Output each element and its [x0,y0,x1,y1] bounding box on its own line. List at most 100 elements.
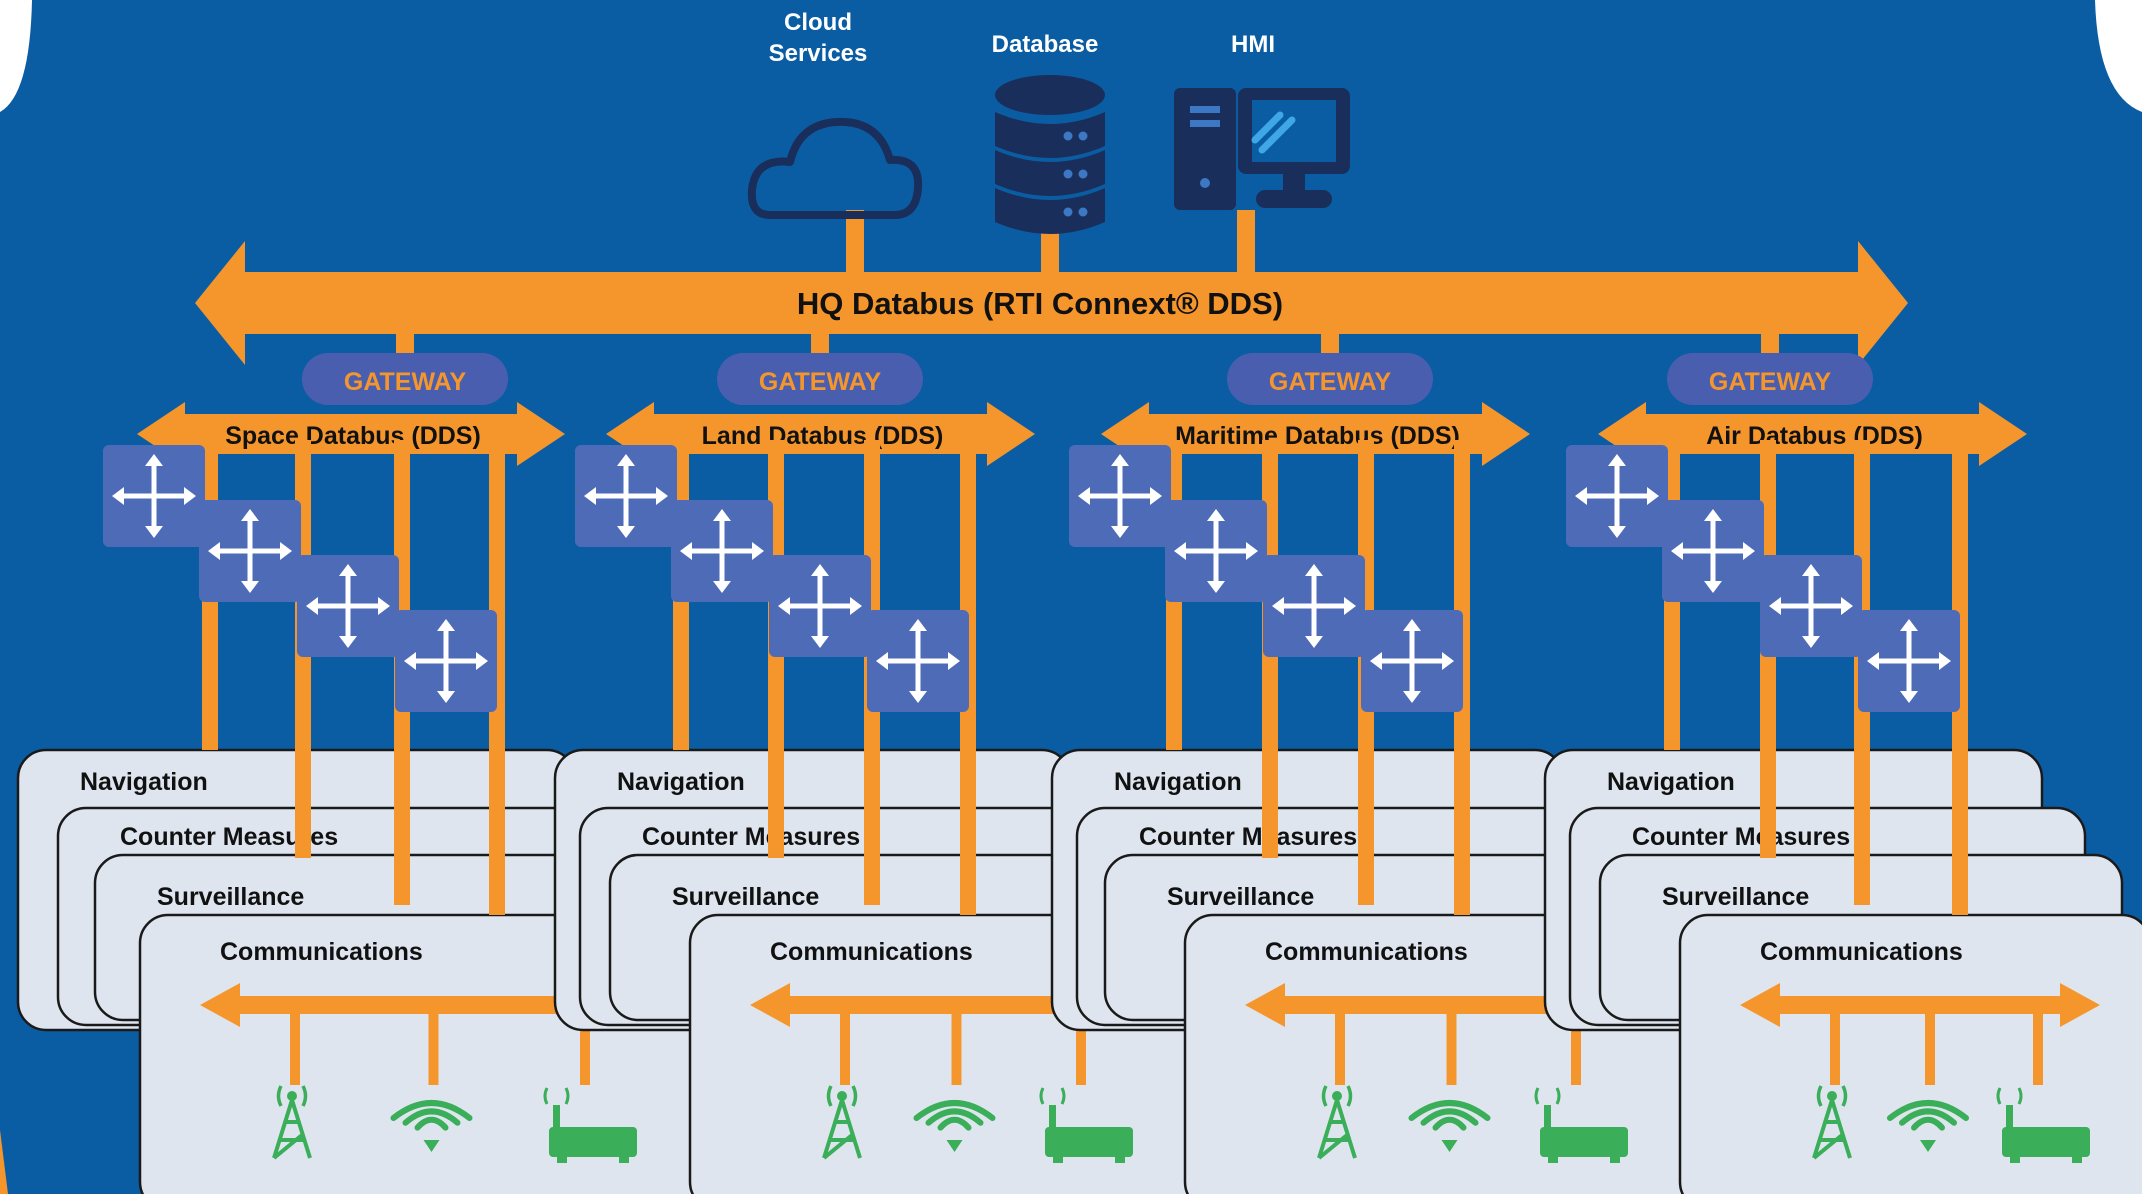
device-row [822,1085,1133,1163]
switch-icon [1760,555,1862,657]
communications-bus-arrow [1740,983,2100,1027]
switch-icon [575,445,677,547]
layer-panel-communications [1678,913,2142,1194]
service-label-line: Cloud [784,9,852,36]
layer-label: Communications [1265,938,1468,966]
device-connector [290,1010,300,1085]
router-icon [1996,1087,2090,1163]
router-icon [543,1087,637,1163]
layer-label: Navigation [617,768,745,796]
gateway-badge: GATEWAY [1227,353,1433,405]
device-connector [840,1010,850,1085]
gateway-badge: GATEWAY [717,353,923,405]
hq-databus-arrow [195,241,1908,365]
gateway-label: GATEWAY [1709,368,1832,396]
corner-accent [0,1130,8,1194]
wifi-icon [913,1100,996,1152]
layer-label: Surveillance [1167,883,1314,911]
switch-icon [1069,445,1171,547]
router-icon [1039,1087,1133,1163]
gateway-badge: GATEWAY [302,353,508,405]
corner-decoration-right [2095,0,2142,112]
layer-label: Surveillance [672,883,819,911]
switch-icon [297,555,399,657]
communications-bus-arrow [200,983,647,1027]
domain-air: GATEWAY Air Databus (DDS) NavigationCounte… [1543,334,2142,1194]
cell-tower-icon [822,1085,862,1160]
service-label-text: Database [992,31,1099,58]
switch-icon [199,500,301,602]
layer-label: Navigation [80,768,208,796]
switch-icon [1361,610,1463,712]
switch-icon [103,445,205,547]
gateway-label: GATEWAY [344,368,467,396]
layer-label: Communications [220,938,423,966]
domain-maritime: GATEWAY Maritime Databus (DDS) NavigationC… [1050,334,1690,1194]
switch-icon [1263,555,1365,657]
switch-stack [103,445,497,712]
communications-bus-arrow [750,983,1143,1027]
switch-icon [867,610,969,712]
device-connector [1076,1010,1086,1085]
domain-databus-label: Air Databus (DDS) [1706,422,1923,450]
hq-databus: HQ Databus (RTI Connext® DDS) [195,241,1908,365]
switch-stack [575,445,969,712]
switch-stack [1566,445,1960,712]
switch-icon [395,610,497,712]
cell-tower-icon [1317,1085,1357,1160]
communications-bus [1740,983,2100,1085]
domain-databus-arrow [606,402,1035,466]
communications-bus-arrow [1245,983,1638,1027]
router-icon [1534,1087,1628,1163]
gateway-label: GATEWAY [759,368,882,396]
service-connector [1237,210,1255,272]
device-connector [580,1010,590,1085]
domain-databus: Maritime Databus (DDS) [1101,402,1530,466]
layer-label: Communications [770,938,973,966]
cell-tower-icon [272,1085,312,1160]
domain-databus-arrow [1598,402,2027,466]
service-connector [846,210,864,272]
domain-databus-label: Maritime Databus (DDS) [1175,422,1460,450]
hq-databus-label: HQ Databus (RTI Connext® DDS) [797,286,1283,321]
device-row [1317,1085,1628,1163]
domain-databus-label: Space Databus (DDS) [225,422,481,450]
device-connector [1925,1010,1935,1085]
device-connector [1335,1010,1345,1085]
service-label-text: HMI [1231,31,1275,58]
device-connector [2033,1010,2043,1085]
layer-label: Counter Measures [642,823,860,851]
device-row [1812,1085,2090,1163]
layer-label: Communications [1760,938,1963,966]
cell-tower-icon [1812,1085,1852,1160]
wifi-icon [1408,1100,1491,1152]
device-connector [1830,1010,1840,1085]
service-label: Database [992,31,1099,58]
switch-icon [1165,500,1267,602]
corner-decoration-left [0,0,32,112]
database-icon [995,75,1105,234]
layer-label: Surveillance [1662,883,1809,911]
switch-icon [1662,500,1764,602]
switch-icon [671,500,773,602]
domain-databus-label: Land Databus (DDS) [702,422,944,450]
switch-icon [769,555,871,657]
device-connector [951,1010,962,1085]
service-label-line: Services [769,40,868,67]
switch-icon [1858,610,1960,712]
domain-databus: Space Databus (DDS) [137,402,565,466]
switch-stack [1069,445,1463,712]
computer-icon [1174,88,1350,210]
domain-databus-arrow [1101,402,1530,466]
cloud-icon [747,117,923,219]
device-connector [428,1010,439,1085]
gateway-label: GATEWAY [1269,368,1392,396]
wifi-icon [390,1100,473,1152]
communications-bus [1245,983,1638,1085]
